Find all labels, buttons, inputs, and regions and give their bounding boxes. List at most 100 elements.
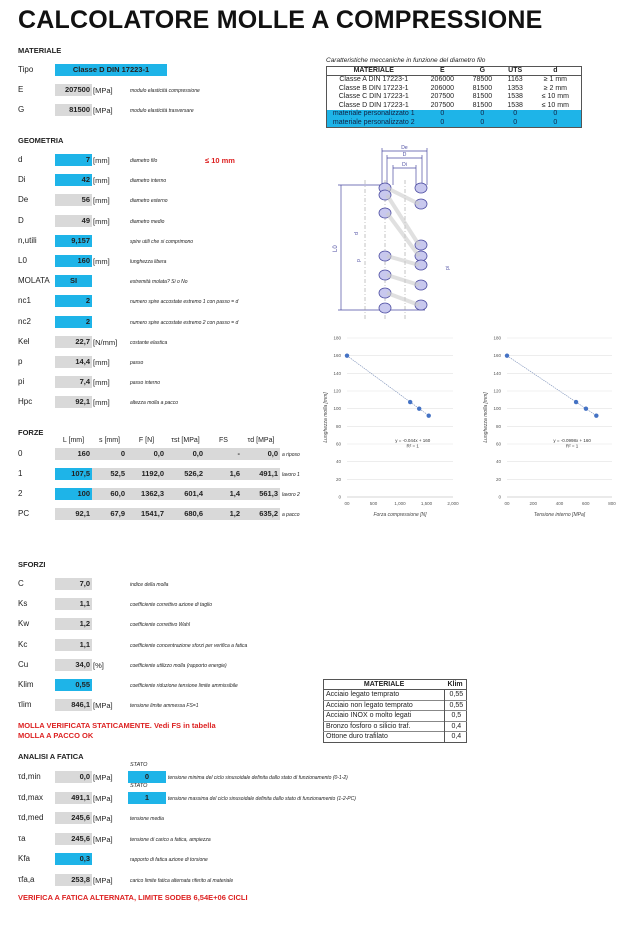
force-cell: 1,2 xyxy=(229,509,240,518)
coil-wire xyxy=(386,254,420,267)
data-point xyxy=(573,399,579,405)
table-cell: 1163 xyxy=(507,76,523,83)
computed-value: 245,6 xyxy=(55,832,92,845)
table-cell[interactable]: 0 xyxy=(464,110,501,119)
input-field[interactable]: SI xyxy=(55,275,92,288)
input-field[interactable]: 2 xyxy=(55,295,92,308)
table-cell: Acciaio INOX o molto legati xyxy=(323,710,445,721)
table-cell[interactable]: materiale personalizzato 2 xyxy=(326,118,421,128)
description: coefficiente riduzione tensione limite a… xyxy=(130,683,238,689)
table-cell: Classe B DIN 17223-1 xyxy=(338,84,409,92)
input-field[interactable]: 7 xyxy=(55,154,92,166)
table-cell[interactable]: 0 xyxy=(420,110,465,119)
table-cell: 1353 xyxy=(507,84,523,92)
force-cell: 680,6 xyxy=(184,509,203,518)
row-label: Kel xyxy=(18,336,30,346)
description: coefficiente concentrazione sforzi per v… xyxy=(130,642,248,649)
table-cell[interactable]: 0 xyxy=(420,118,465,128)
length-input[interactable]: 107,5 xyxy=(55,468,92,480)
table-cell[interactable]: 0 xyxy=(500,118,530,128)
unit-label: [mm] xyxy=(93,358,110,367)
row-label: 1 xyxy=(18,469,23,478)
table-cell[interactable]: materiale personalizzato 1 xyxy=(326,110,421,119)
section-heading-fatica: ANALISI A FATICA xyxy=(18,752,84,761)
description: tensione limite ammessa FS=1 xyxy=(130,703,199,710)
dimension-label: pi xyxy=(445,266,451,270)
input-field[interactable]: 42 xyxy=(55,174,92,187)
unit-label: [mm] xyxy=(93,257,110,266)
input-field[interactable]: 160 xyxy=(55,255,92,267)
force-cell: 1541,7 xyxy=(141,509,164,518)
row-label: Cu xyxy=(18,659,29,669)
y-tick-label: 180 xyxy=(333,336,341,341)
unit-label: [MPa] xyxy=(93,701,113,711)
description: tensione di carico a fatica, ampiezza xyxy=(130,836,211,843)
description: passo interno xyxy=(130,380,161,387)
table-cell: Acciaio legato temprato xyxy=(323,689,445,700)
input-field[interactable]: 2 xyxy=(55,315,92,328)
table-cell: 0,4 xyxy=(444,731,467,742)
force-cell: 635,2 xyxy=(259,509,278,518)
row-label: 2 xyxy=(18,489,23,498)
unit-label: [MPa] xyxy=(93,86,113,95)
table-cell[interactable]: 0 xyxy=(464,118,501,128)
row-label: d xyxy=(18,155,23,164)
table-cell[interactable]: 0 xyxy=(529,118,582,128)
trendline xyxy=(506,355,597,416)
page-title: CALCOLATORE MOLLE A COMPRESSIONE xyxy=(18,6,543,34)
length-input[interactable]: 100 xyxy=(55,488,92,500)
column-header: L [mm] xyxy=(62,437,85,444)
y-tick-label: 100 xyxy=(333,406,341,411)
y-tick-label: 120 xyxy=(333,389,341,394)
stato-field[interactable]: 1 xyxy=(128,791,166,804)
stato-label: STATO xyxy=(130,762,148,768)
row-background xyxy=(55,448,280,460)
force-cell: 1362,3 xyxy=(141,489,164,498)
column-header: E xyxy=(420,66,465,76)
computed-value: 56 xyxy=(55,194,92,207)
row-label: τd,med xyxy=(18,813,44,822)
x-tick-label: 800 xyxy=(608,501,616,506)
table-cell[interactable]: 0 xyxy=(529,110,582,119)
r-squared: R² = 1 xyxy=(407,444,420,449)
input-field[interactable]: Classe D DIN 17223-1 xyxy=(55,64,167,76)
table-cell: ≤ 10 mm xyxy=(541,93,569,100)
description: numero spire accostate estremo 2 con pas… xyxy=(130,319,239,326)
input-field[interactable]: 0,3 xyxy=(55,853,92,865)
computed-value: 1,2 xyxy=(55,618,92,631)
coil-wire xyxy=(386,291,420,307)
description: indice della molla xyxy=(130,582,169,588)
table-cell: 207500 xyxy=(430,93,455,100)
stato-field[interactable]: 0 xyxy=(128,771,166,783)
dimension-label: D xyxy=(403,152,407,158)
table-cell[interactable]: 0 xyxy=(500,110,530,119)
column-header: τst [MPa] xyxy=(171,437,200,444)
computed-value: 81500 xyxy=(55,104,92,116)
data-point xyxy=(583,406,589,411)
force-cell: - xyxy=(237,449,241,458)
table-cell: ≤ 10 mm xyxy=(541,101,569,109)
table-cell: Classe A DIN 17223-1 xyxy=(339,76,409,83)
y-tick-label: 140 xyxy=(493,371,501,376)
row-background xyxy=(55,508,280,520)
table-cell: 0,4 xyxy=(444,720,467,732)
input-field[interactable]: 9,157 xyxy=(55,234,92,247)
row-label: Kc xyxy=(18,639,28,649)
input-field[interactable]: 0,55 xyxy=(55,679,92,691)
table-cell: Classe D DIN 17223-1 xyxy=(338,101,409,109)
row-label: Tipo xyxy=(18,65,34,74)
x-axis-title: Forza compressione [N] xyxy=(373,512,427,518)
column-header: UTS xyxy=(500,66,530,76)
unit-label: [MPa] xyxy=(93,814,113,823)
y-tick-label: 0 xyxy=(498,495,501,500)
description: lunghezza libera xyxy=(130,259,167,265)
table-cell: Ottone duro trafilato xyxy=(323,731,445,742)
description: tensione minima del ciclo sinusoidale de… xyxy=(168,775,348,781)
y-tick-label: 60 xyxy=(496,442,502,447)
